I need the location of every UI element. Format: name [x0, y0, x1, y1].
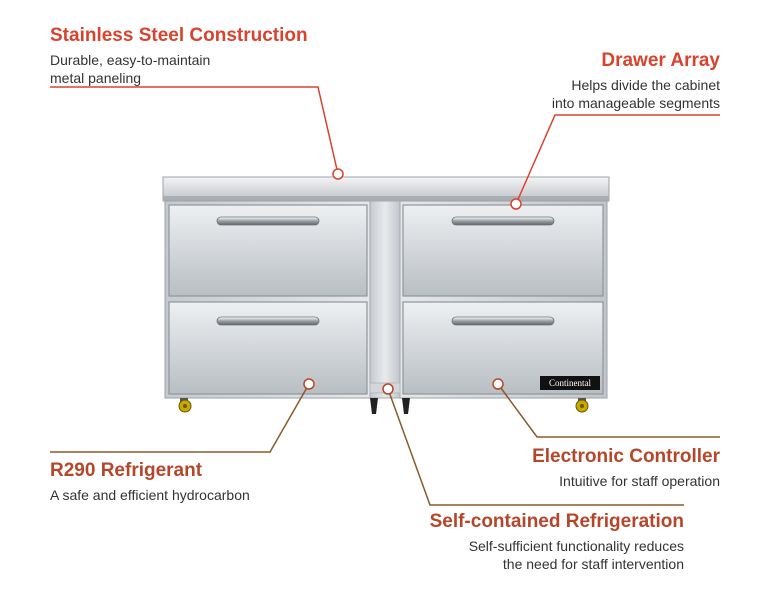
leader-selfcontained — [382, 383, 684, 506]
drawer-handle — [451, 216, 555, 226]
callout-desc-line: Intuitive for staff operation — [559, 473, 720, 489]
brand-label: Continental — [549, 378, 591, 388]
callout-description: Self-sufficient functionality reduces th… — [404, 537, 684, 573]
callout-electronic-controller: Electronic Controller Intuitive for staf… — [470, 446, 720, 490]
callout-stainless-steel: Stainless Steel Construction Durable, ea… — [50, 25, 350, 87]
callout-desc-line: Self-sufficient functionality reduces — [468, 538, 684, 554]
callout-description: A safe and efficient hydrocarbon — [50, 486, 350, 504]
callout-desc-line: Helps divide the cabinet — [571, 77, 720, 93]
center-legs — [370, 398, 410, 414]
callout-description: Intuitive for staff operation — [470, 472, 720, 490]
callout-drawer-array: Drawer Array Helps divide the cabinet in… — [470, 50, 720, 112]
callout-desc-line: the need for staff intervention — [502, 556, 684, 572]
callout-desc-line: into manageable segments — [551, 95, 720, 111]
callout-title: Stainless Steel Construction — [50, 25, 308, 46]
callout-desc-line: metal paneling — [50, 70, 142, 86]
drawer-top-left — [168, 204, 368, 297]
callout-desc-line: A safe and efficient hydrocarbon — [50, 487, 250, 503]
drawer-handle — [451, 316, 555, 326]
callout-title: Electronic Controller — [532, 446, 720, 467]
marker-dot — [492, 378, 504, 390]
leader-refrigerant — [50, 378, 315, 453]
marker-dot — [332, 168, 344, 180]
callout-desc-line: Durable, easy-to-maintain — [50, 52, 211, 68]
callout-description: Durable, easy-to-maintain metal paneling — [50, 51, 350, 87]
callout-title: Drawer Array — [601, 50, 720, 71]
callout-r290-refrigerant: R290 Refrigerant A safe and efficient hy… — [50, 460, 350, 504]
drawer-bottom-left — [168, 301, 368, 395]
countertop — [162, 176, 610, 202]
callout-self-contained-refrigeration: Self-contained Refrigeration Self-suffic… — [404, 511, 684, 573]
leader-drawer — [510, 114, 720, 210]
caster-left — [178, 398, 192, 413]
brand-plate: Continental — [540, 376, 600, 390]
leader-controller — [492, 378, 720, 438]
caster-right — [575, 398, 589, 413]
drawer-handle — [216, 316, 320, 326]
marker-dot — [303, 378, 315, 390]
leader-stainless — [50, 86, 344, 180]
callout-title: R290 Refrigerant — [50, 460, 203, 481]
callout-description: Helps divide the cabinet into manageable… — [470, 76, 720, 112]
marker-dot — [510, 198, 522, 210]
drawer-handle — [216, 216, 320, 226]
drawer-top-right — [402, 204, 604, 297]
callout-title: Self-contained Refrigeration — [429, 511, 684, 532]
marker-dot — [382, 383, 394, 395]
